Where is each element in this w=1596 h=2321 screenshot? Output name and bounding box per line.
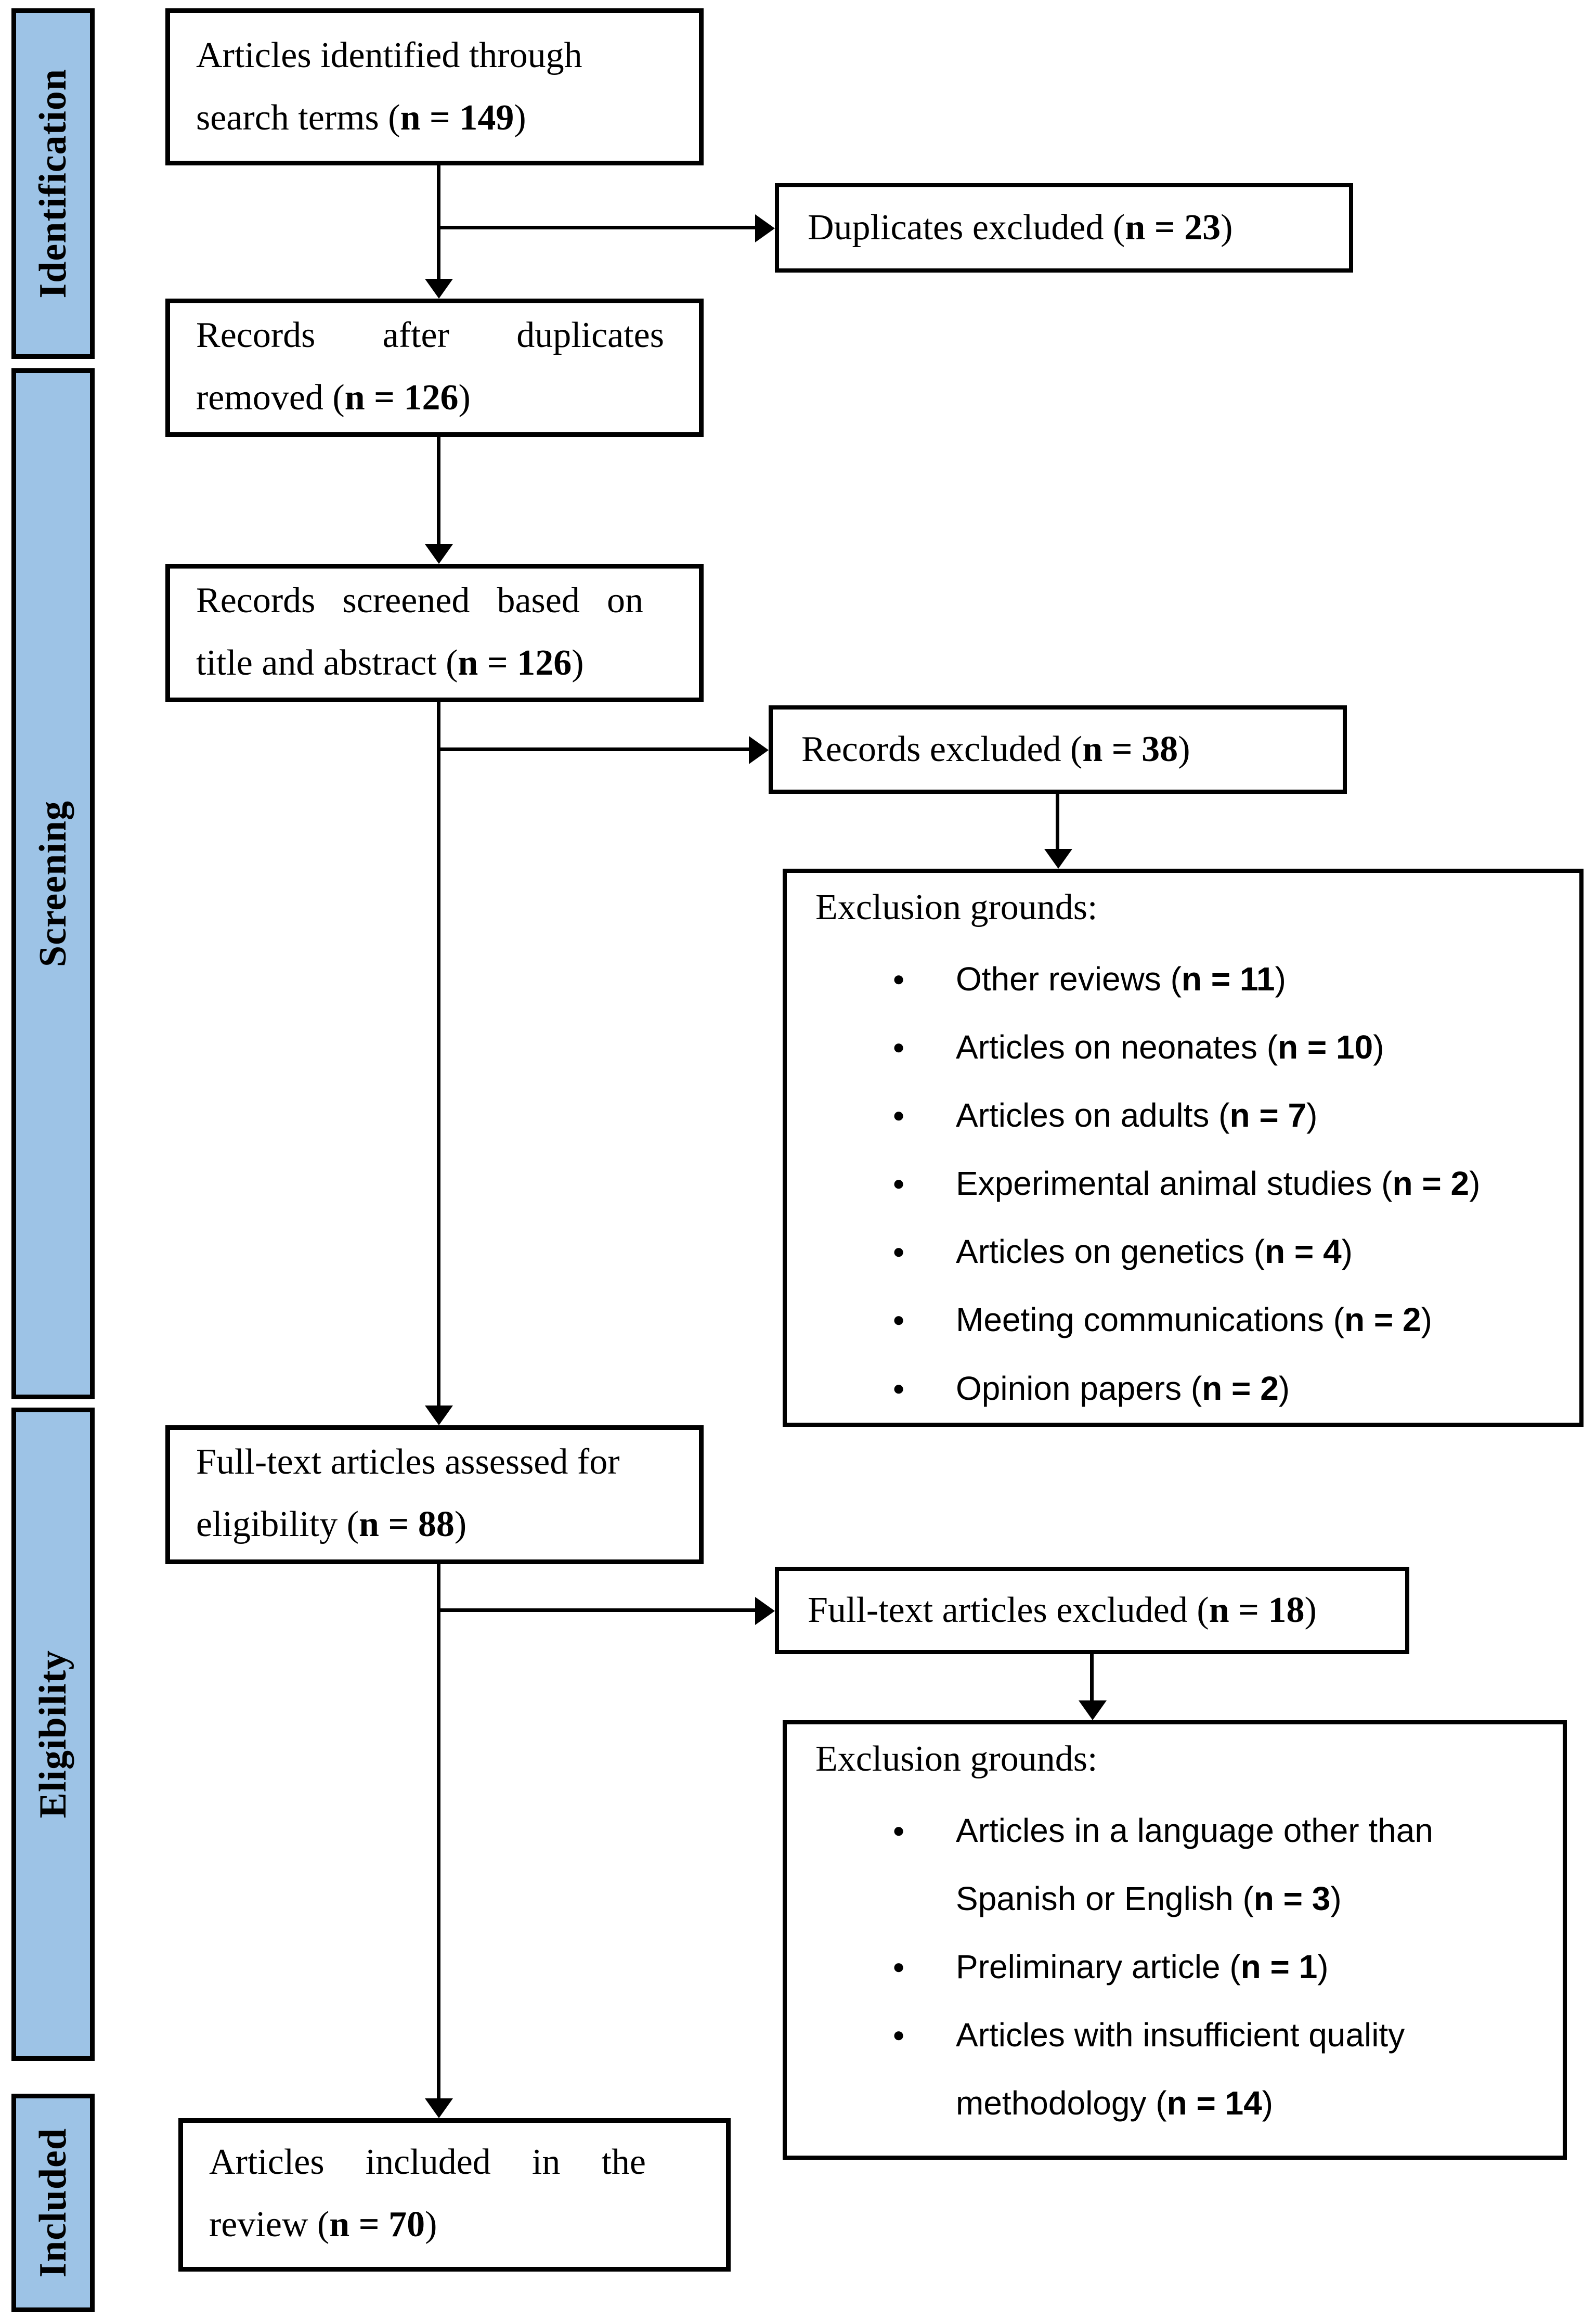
arrow-down-icon xyxy=(425,2098,453,2118)
stage-identification: Identification xyxy=(11,8,95,359)
box-articles-identified: Articles identified through search terms… xyxy=(165,8,704,165)
exclusion-item: ● Experimental animal studies (n = 2) xyxy=(815,1150,1551,1218)
exclusion-item: ● Meeting communications (n = 2) xyxy=(815,1286,1551,1354)
screening-exclusion-heading: Exclusion grounds: xyxy=(815,887,1098,927)
box-records-after-duplicates: Records after duplicates removed (n = 12… xyxy=(165,299,704,437)
connector-fulltext-excluded-to-grounds xyxy=(1090,1654,1094,1700)
arrow-down-icon xyxy=(1044,849,1072,869)
bullet-icon: ● xyxy=(892,1172,905,1195)
box-records-screened: Records screened based on title and abst… xyxy=(165,564,704,702)
exclusion-item-label: Articles in a language other than Spanis… xyxy=(956,1811,1433,1917)
exclusion-item-label: Articles on neonates (n = 10) xyxy=(956,1028,1384,1066)
exclusion-item: ● Preliminary article (n = 1) xyxy=(815,1933,1534,2001)
arrow-down-icon xyxy=(425,544,453,564)
bullet-icon: ● xyxy=(892,1308,905,1332)
arrow-down-icon xyxy=(1079,1700,1107,1720)
bullet-icon: ● xyxy=(892,1035,905,1059)
exclusion-item-label: Articles with insufficient quality metho… xyxy=(956,2016,1405,2122)
connector-after-duplicates-to-screened xyxy=(437,437,440,544)
box-eligibility-exclusion-grounds: Exclusion grounds: ● Articles in a langua… xyxy=(783,1720,1567,2160)
connector-records-excluded-to-grounds xyxy=(1056,794,1059,849)
arrow-down-icon xyxy=(425,1406,453,1425)
arrow-down-icon xyxy=(425,279,453,299)
bullet-icon: ● xyxy=(892,1240,905,1263)
bullet-icon: ● xyxy=(892,1955,905,1978)
connector-to-duplicates-excluded xyxy=(437,226,755,229)
screening-exclusion-list: ● Other reviews (n = 11) ● Articles on neon… xyxy=(815,945,1551,1423)
stage-screening-label: Screening xyxy=(31,800,74,968)
box-duplicates-excluded: Duplicates excluded (n = 23) xyxy=(775,183,1353,273)
bullet-icon: ● xyxy=(892,1819,905,1842)
stage-included: Included xyxy=(11,2094,95,2312)
box-screening-exclusion-grounds: Exclusion grounds: ● Other reviews (n = 1… xyxy=(783,869,1584,1427)
bullet-icon: ● xyxy=(892,1103,905,1127)
box-articles-included: Articles included in the review (n = 70) xyxy=(178,2118,731,2272)
exclusion-item-label: Meeting communications (n = 2) xyxy=(956,1301,1432,1339)
bullet-icon: ● xyxy=(892,1376,905,1400)
exclusion-item-label: Other reviews (n = 11) xyxy=(956,960,1286,998)
arrow-right-icon xyxy=(755,1597,775,1625)
stage-screening: Screening xyxy=(11,368,95,1399)
bullet-icon: ● xyxy=(892,967,905,990)
stage-identification-label: Identification xyxy=(31,69,74,299)
exclusion-item: ● Opinion papers (n = 2) xyxy=(815,1355,1551,1423)
exclusion-item: ● Articles on genetics (n = 4) xyxy=(815,1218,1551,1286)
exclusion-item-label: Articles on genetics (n = 4) xyxy=(956,1233,1353,1271)
connector-to-fulltext-excluded xyxy=(437,1608,755,1612)
exclusion-item: ● Other reviews (n = 11) xyxy=(815,945,1551,1013)
arrow-right-icon xyxy=(755,214,775,242)
exclusion-item: ● Articles on adults (n = 7) xyxy=(815,1081,1551,1150)
stage-eligibility-label: Eligibility xyxy=(31,1650,74,1819)
connector-identified-to-after-duplicates xyxy=(437,165,440,279)
exclusion-item-label: Articles on adults (n = 7) xyxy=(956,1096,1318,1134)
box-records-excluded: Records excluded (n = 38) xyxy=(769,705,1347,794)
exclusion-item-label: Experimental animal studies (n = 2) xyxy=(956,1165,1481,1203)
exclusion-item: ● Articles on neonates (n = 10) xyxy=(815,1013,1551,1081)
exclusion-item-label: Preliminary article (n = 1) xyxy=(956,1948,1329,1985)
box-fulltext-excluded: Full-text articles excluded (n = 18) xyxy=(775,1567,1409,1654)
exclusion-item: ● Articles with insufficient quality meth… xyxy=(815,2001,1534,2137)
stage-eligibility: Eligibility xyxy=(11,1408,95,2061)
box-fulltext-assessed: Full-text articles assessed for eligibil… xyxy=(165,1425,704,1564)
connector-to-records-excluded xyxy=(437,747,749,751)
arrow-right-icon xyxy=(749,736,769,764)
exclusion-item-label: Opinion papers (n = 2) xyxy=(956,1369,1290,1407)
connector-screened-to-fulltext xyxy=(437,702,440,1406)
eligibility-exclusion-heading: Exclusion grounds: xyxy=(815,1739,1098,1779)
stage-included-label: Included xyxy=(31,2128,74,2278)
exclusion-item: ● Articles in a language other than Spani… xyxy=(815,1797,1534,1933)
bullet-icon: ● xyxy=(892,2023,905,2047)
connector-fulltext-to-included xyxy=(437,1564,440,2098)
eligibility-exclusion-list: ● Articles in a language other than Spani… xyxy=(815,1797,1534,2138)
